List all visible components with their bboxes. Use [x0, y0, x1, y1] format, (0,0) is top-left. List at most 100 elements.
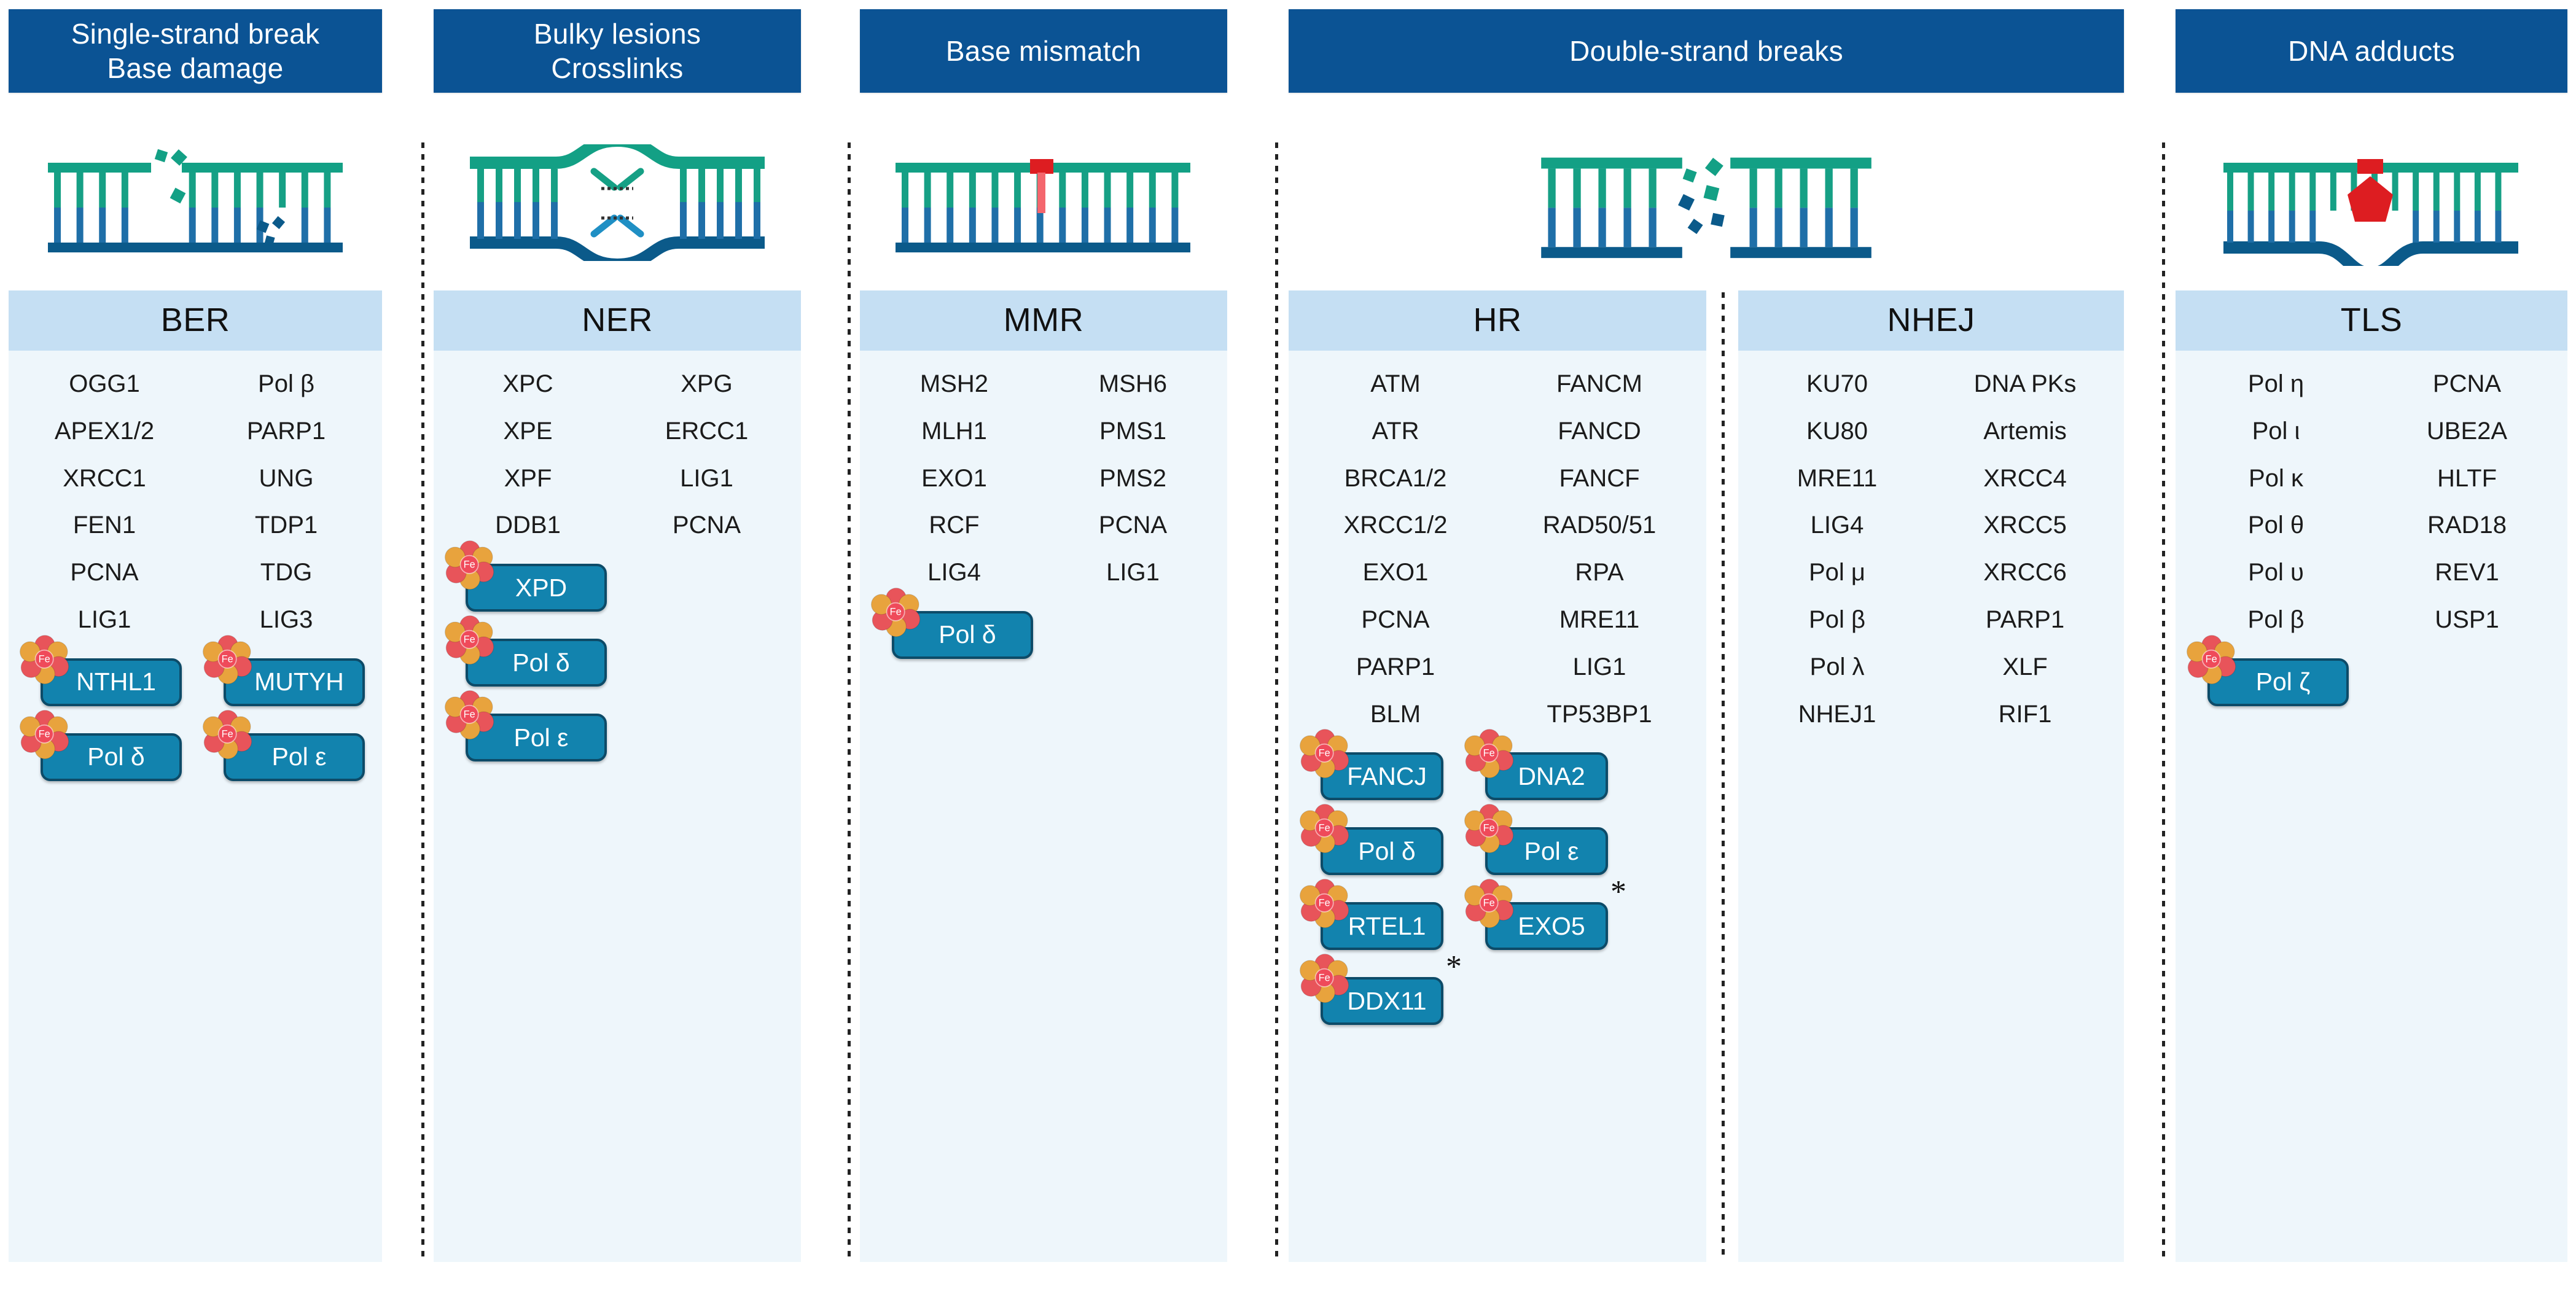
gene-name: KU70 — [1806, 370, 1868, 397]
gene-name: MRE11 — [1559, 606, 1640, 633]
gene-name: XRCC6 — [1983, 559, 2067, 586]
badge-box[interactable]: DNA2 Fe — [1464, 729, 1608, 801]
column-divider — [848, 142, 851, 1260]
gene-name: PARP1 — [1985, 606, 2065, 633]
badge-label: DNA2 — [1518, 761, 1585, 790]
svg-text:Fe: Fe — [1483, 748, 1495, 759]
gene-name: MSH6 — [1098, 370, 1168, 397]
damage-type-label-line: Base mismatch — [945, 34, 1142, 67]
pathway-title: HR — [1289, 290, 1706, 351]
gene-name: XPE — [503, 417, 553, 445]
column-divider — [1722, 292, 1725, 1260]
gene-name: KU80 — [1806, 417, 1868, 445]
fe-s-protein-badges — [1738, 738, 2124, 1262]
column-divider — [421, 142, 424, 1260]
gene-name: UNG — [259, 464, 314, 492]
gene-name: LIG4 — [927, 559, 981, 586]
badge-label: FANCJ — [1347, 761, 1427, 790]
gene-name: XLF — [2002, 653, 2048, 680]
badge-label: Pol δ — [87, 742, 145, 771]
gene-name: BLM — [1370, 700, 1421, 728]
svg-text:Fe: Fe — [1319, 748, 1330, 759]
fe-s-protein-badge[interactable]: FANCJ Fe — [1299, 729, 1443, 801]
dna-single-strand-break-icon — [42, 149, 349, 269]
gene-name: RAD18 — [2427, 512, 2507, 539]
badge-label: NTHL1 — [76, 668, 156, 696]
gene-name: FANCF — [1559, 464, 1640, 492]
svg-text:Fe: Fe — [1319, 898, 1330, 909]
badge-label: Pol δ — [1358, 836, 1416, 865]
gene-name: RIF1 — [1998, 700, 2052, 728]
svg-text:Fe: Fe — [464, 559, 475, 571]
gene-name: Pol μ — [1809, 559, 1865, 586]
gene-name: XRCC1 — [63, 464, 146, 492]
gene-name: BRCA1/2 — [1344, 464, 1447, 492]
badge-box[interactable]: Pol δ Fe — [19, 709, 182, 781]
gene-name: EXO1 — [1362, 559, 1429, 586]
fe-s-cluster-icon: Fe — [19, 709, 69, 760]
gene-name: Pol υ — [2248, 559, 2304, 586]
fe-s-cluster-icon: Fe — [444, 690, 494, 740]
gene-name: LIG1 — [1106, 559, 1160, 586]
gene-name: TP53BP1 — [1547, 700, 1652, 728]
gene-name: XPG — [681, 370, 733, 397]
fe-s-protein-badge[interactable]: DNA2 Fe — [1464, 729, 1608, 801]
gene-name: PCNA — [70, 559, 139, 586]
gene-name: Pol ι — [2252, 417, 2300, 445]
dna-base-mismatch-icon — [889, 149, 1196, 269]
damage-type-banner: Double-strand breaks — [1289, 9, 2124, 93]
pathway-title: MMR — [860, 290, 1227, 351]
dna-bulky-lesion-crosslink-icon — [464, 134, 771, 271]
fe-s-protein-badge[interactable]: Pol δ Fe — [19, 709, 182, 781]
fe-s-cluster-icon: Fe — [1464, 804, 1514, 854]
gene-name: RAD50/51 — [1542, 512, 1657, 539]
gene-name: PMS1 — [1099, 417, 1166, 445]
damage-type-label-line: Single-strand break — [71, 17, 320, 50]
gene-name: PARP1 — [1356, 653, 1435, 680]
damage-type-label-line: Base damage — [107, 52, 284, 84]
gene-name: Artemis — [1983, 417, 2067, 445]
badge-label: Pol ζ — [2255, 668, 2311, 696]
gene-name: LIG1 — [1572, 653, 1626, 680]
gene-name: LIG1 — [77, 606, 131, 633]
gene-name: XRCC1/2 — [1343, 512, 1448, 539]
badge-box[interactable]: FANCJ Fe — [1299, 729, 1443, 801]
gene-name: ATM — [1370, 370, 1421, 397]
column-divider — [1275, 142, 1278, 1260]
damage-type-label-line: Bulky lesions — [533, 17, 701, 50]
gene-name: OGG1 — [69, 370, 140, 397]
gene-name: Pol κ — [2249, 464, 2303, 492]
badge-label: MUTYH — [254, 668, 344, 696]
